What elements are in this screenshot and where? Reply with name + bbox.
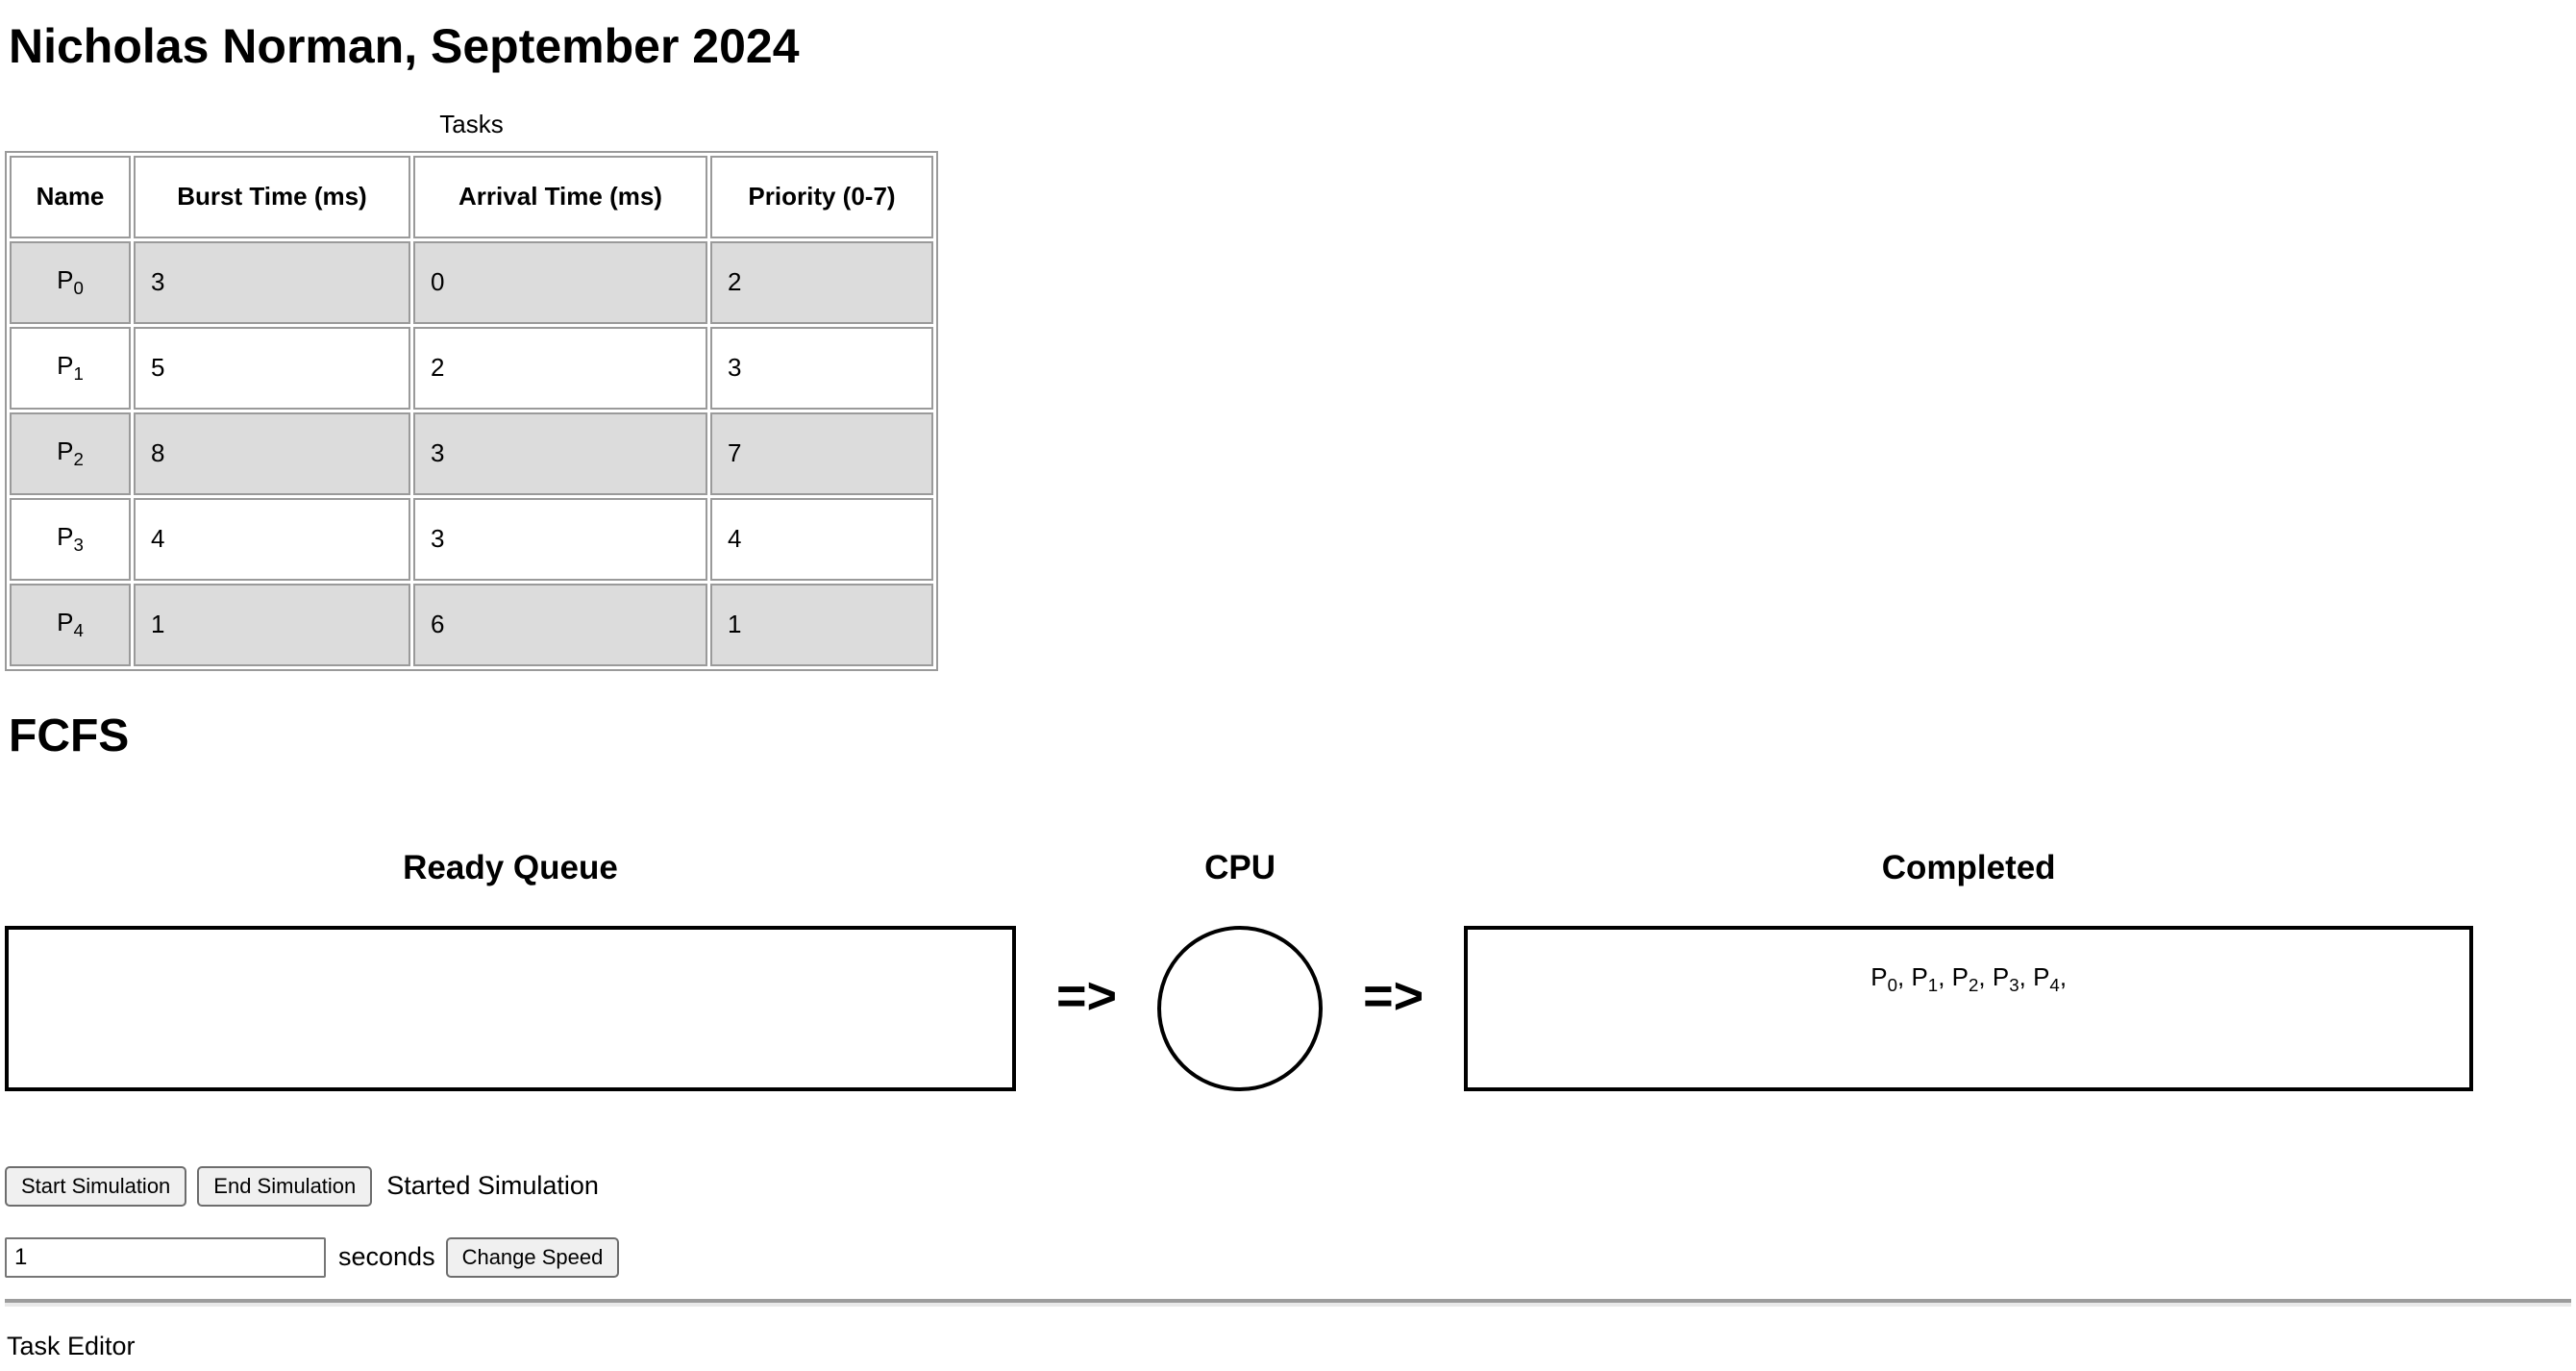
task-priority-cell: 3 xyxy=(710,326,933,410)
completed-item: P3, xyxy=(1992,961,2034,996)
table-row: P4 1 6 1 xyxy=(10,583,933,666)
tasks-table: Tasks Name Burst Time (ms) Arrival Time … xyxy=(5,109,938,671)
table-row: P0 3 0 2 xyxy=(10,240,933,324)
ready-queue-box xyxy=(5,925,1016,1091)
completed-item: P4, xyxy=(2033,961,2068,996)
simulation-status-text: Started Simulation xyxy=(386,1171,599,1201)
tasks-table-header-row: Name Burst Time (ms) Arrival Time (ms) P… xyxy=(10,155,933,238)
change-speed-button[interactable]: Change Speed xyxy=(445,1236,620,1278)
column-header-arrival-time: Arrival Time (ms) xyxy=(413,155,707,238)
start-simulation-button[interactable]: Start Simulation xyxy=(5,1165,187,1207)
task-editor-label: Task Editor xyxy=(7,1331,136,1360)
page-title: Nicholas Norman, September 2024 xyxy=(9,19,800,73)
ready-queue-section: Ready Queue xyxy=(5,849,1016,1091)
completed-section: Completed P0, P1, P2, P3, P4, xyxy=(1464,848,2474,1091)
speed-controls: seconds Change Speed xyxy=(5,1236,2571,1278)
ready-queue-label: Ready Queue xyxy=(403,848,618,886)
task-name-cell: P4 xyxy=(10,583,131,666)
queue-to-cpu-arrow: => xyxy=(1056,966,1118,1025)
column-header-burst-time: Burst Time (ms) xyxy=(134,155,410,238)
task-burst-cell: 3 xyxy=(134,240,410,324)
algorithm-heading: FCFS xyxy=(9,710,130,761)
table-row: P1 5 2 3 xyxy=(10,326,933,410)
task-arrival-cell: 0 xyxy=(413,240,707,324)
completed-box-content: P0, P1, P2, P3, P4, xyxy=(1464,925,2474,1091)
seconds-label: seconds xyxy=(338,1242,435,1272)
end-simulation-button[interactable]: End Simulation xyxy=(197,1165,373,1207)
task-priority-cell: 1 xyxy=(710,583,933,666)
completed-item: P2, xyxy=(1951,961,1993,996)
tasks-table-caption: Tasks xyxy=(439,109,504,138)
simulation-controls: Start Simulation End Simulation Started … xyxy=(5,1165,2571,1207)
task-priority-cell: 4 xyxy=(710,497,933,581)
column-header-priority: Priority (0-7) xyxy=(710,155,933,238)
tasks-table-body: P0 3 0 2 P1 5 2 3 P2 8 3 7 P3 4 3 4 P4 1… xyxy=(10,240,933,666)
completed-label: Completed xyxy=(1881,848,2056,886)
task-arrival-cell: 6 xyxy=(413,583,707,666)
cpu-circle xyxy=(1157,925,1324,1091)
task-arrival-cell: 2 xyxy=(413,326,707,410)
speed-input[interactable] xyxy=(5,1236,326,1278)
completed-item: P1, xyxy=(1911,961,1952,996)
column-header-name: Name xyxy=(10,155,131,238)
task-priority-cell: 7 xyxy=(710,411,933,495)
divider xyxy=(5,1298,2571,1307)
cpu-label: CPU xyxy=(1204,848,1276,886)
cpu-to-completed-arrow: => xyxy=(1363,966,1424,1025)
task-name-cell: P1 xyxy=(10,326,131,410)
task-arrival-cell: 3 xyxy=(413,497,707,581)
task-name-cell: P3 xyxy=(10,497,131,581)
completed-item: P0, xyxy=(1870,961,1912,996)
table-row: P3 4 3 4 xyxy=(10,497,933,581)
task-name-cell: P2 xyxy=(10,411,131,495)
task-burst-cell: 5 xyxy=(134,326,410,410)
simulation-area: Ready Queue => CPU => Completed P0, P1, … xyxy=(5,849,2571,1091)
task-priority-cell: 2 xyxy=(710,240,933,324)
cpu-section: CPU xyxy=(1157,848,1324,1091)
task-burst-cell: 4 xyxy=(134,497,410,581)
task-burst-cell: 1 xyxy=(134,583,410,666)
task-name-cell: P0 xyxy=(10,240,131,324)
table-row: P2 8 3 7 xyxy=(10,411,933,495)
task-burst-cell: 8 xyxy=(134,411,410,495)
task-arrival-cell: 3 xyxy=(413,411,707,495)
